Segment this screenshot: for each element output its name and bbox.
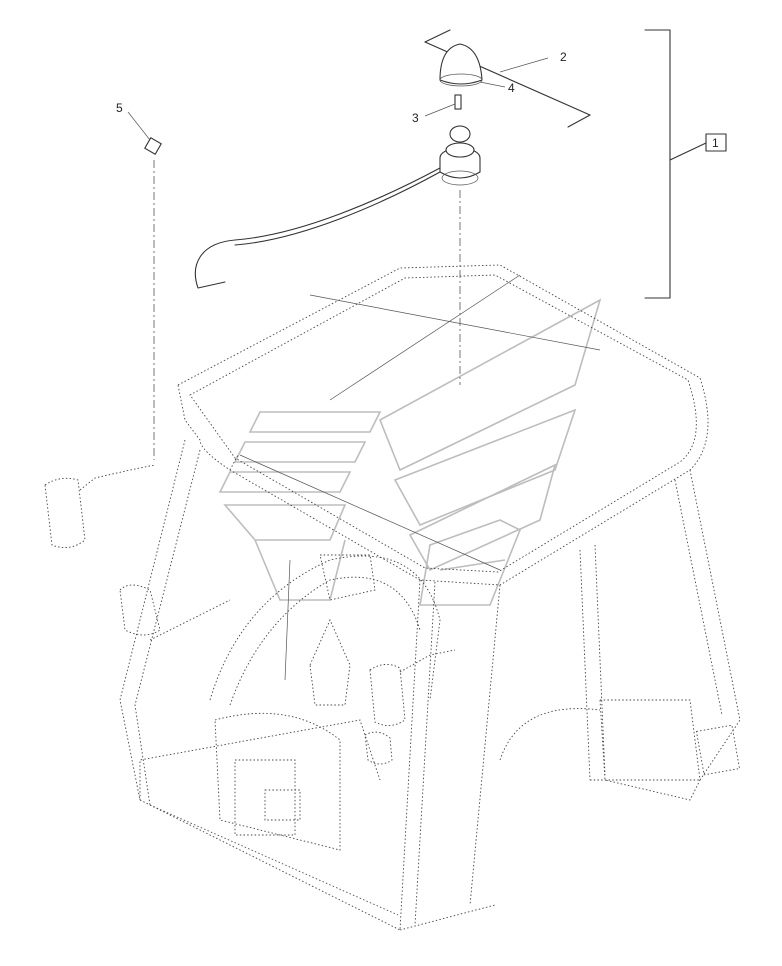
cab-roof (177, 264, 709, 586)
mirror-right (364, 649, 456, 765)
callout-2: 2 (560, 50, 567, 64)
cab-side-panel (499, 699, 741, 801)
callout-1: 1 (712, 136, 719, 150)
assembly-bracket (644, 29, 727, 299)
clip-part (127, 111, 162, 460)
mirror-left (44, 464, 161, 636)
watermark-logo (218, 298, 602, 606)
callout-4: 4 (508, 81, 515, 95)
callout-5: 5 (116, 101, 123, 115)
beacon-lamp-assembly (194, 29, 591, 385)
cab-interior (209, 554, 441, 851)
cab-frame (119, 439, 741, 931)
callout-3: 3 (412, 111, 419, 125)
